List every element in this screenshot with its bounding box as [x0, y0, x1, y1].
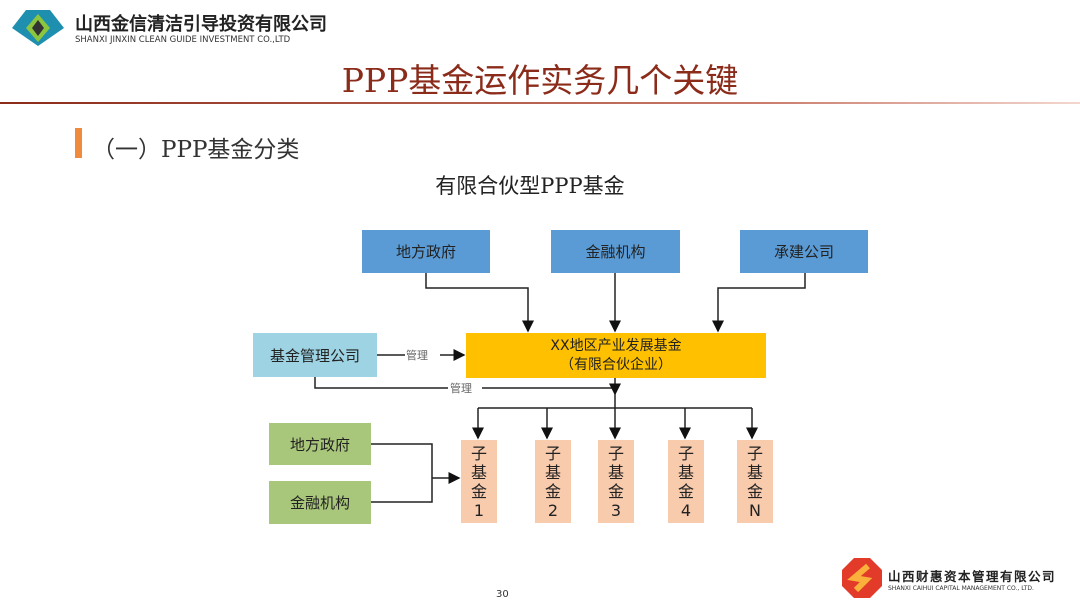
sub-fund-number: 3 [610, 500, 622, 520]
fund-box: XX地区产业发展基金 （有限合伙企业） [466, 333, 766, 378]
sub-fund-char: 基 [470, 462, 487, 482]
top-box-local-government: 地方政府 [362, 230, 490, 273]
left-box-financial-institution: 金融机构 [269, 481, 371, 524]
page-number: 30 [496, 589, 509, 600]
sub-fund-char: 基 [746, 462, 763, 482]
footer-company-cn: 山西财惠资本管理有限公司 [888, 569, 1057, 584]
title-divider [0, 102, 1080, 104]
sub-fund-char: 基 [544, 462, 561, 482]
sub-fund-char: 子 [677, 443, 694, 463]
sub-fund-number: N [749, 500, 761, 520]
sub-fund-number: 2 [547, 500, 559, 520]
sub-fund-char: 子 [470, 443, 487, 463]
fund-type: （有限合伙企业） [560, 356, 672, 373]
manage-label-2: 管理 [450, 382, 472, 395]
left-box-local-government: 地方政府 [269, 423, 371, 465]
footer-company-en: SHANXI CAIHUI CAPITAL MANAGEMENT CO., LT… [888, 585, 1034, 592]
sub-fund-char: 金 [470, 481, 487, 501]
sub-fund-char: 子 [746, 443, 763, 463]
top-box-financial-institution: 金融机构 [551, 230, 680, 273]
section-heading: （一）PPP基金分类 [92, 137, 300, 163]
caihui-logo-icon [842, 558, 882, 598]
section-marker [75, 128, 82, 158]
sub-fund-char: 子 [544, 443, 561, 463]
sub-fund-char: 金 [607, 481, 624, 501]
fund-manager-box: 基金管理公司 [253, 333, 377, 377]
manage-label-1: 管理 [406, 349, 428, 362]
sub-fund-char: 子 [607, 443, 624, 463]
fund-name: XX地区产业发展基金 [550, 337, 682, 354]
diagram-title: 有限合伙型PPP基金 [435, 174, 625, 198]
header-company-en: SHANXI JINXIN CLEAN GUIDE INVESTMENT CO.… [75, 35, 291, 45]
page-title: PPP基金运作实务几个关键 [341, 61, 739, 100]
top-box-contractor: 承建公司 [740, 230, 868, 273]
header-company-cn: 山西金信清洁引导投资有限公司 [75, 14, 327, 35]
sub-fund-char: 金 [677, 481, 694, 501]
sub-fund-char: 金 [746, 481, 763, 501]
sub-fund-number: 4 [680, 500, 692, 520]
sub-fund-char: 基 [677, 462, 694, 482]
sub-fund-number: 1 [473, 500, 485, 520]
jinxin-logo-icon [12, 10, 64, 46]
sub-fund-char: 金 [544, 481, 561, 501]
sub-fund-char: 基 [607, 462, 624, 482]
